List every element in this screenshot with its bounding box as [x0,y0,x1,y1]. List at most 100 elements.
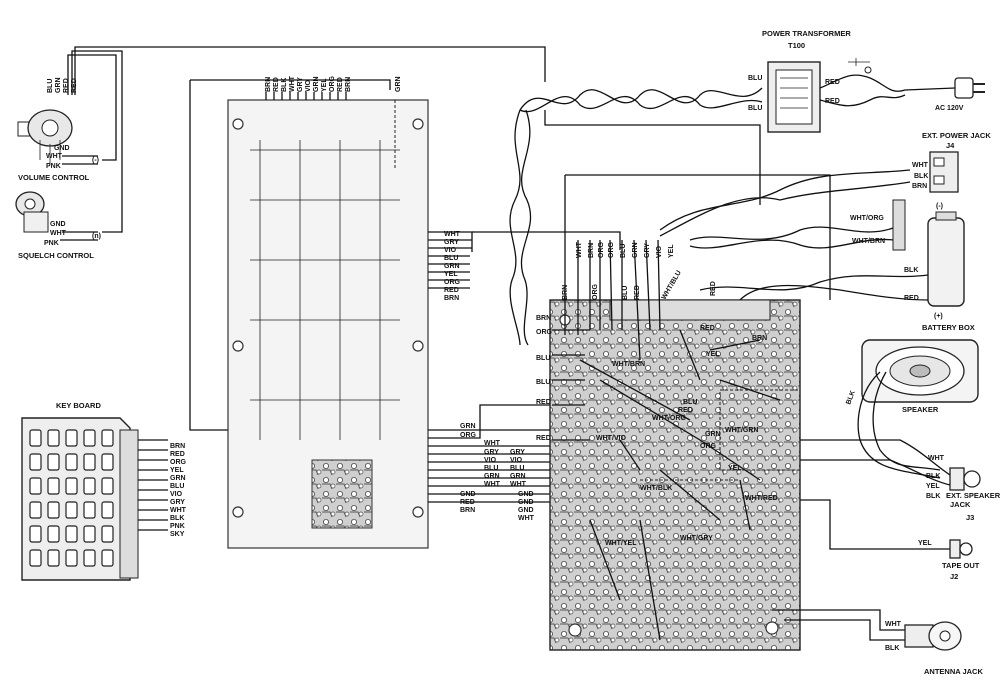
keyboard-key [101,549,114,567]
squelch-control-pot [15,191,49,233]
board-top-connector-labels: BRN RED BLK WHT GRY VIO GRN YEL ORG RED … [265,75,402,92]
logic-board [227,99,429,549]
rl-gry: GRY [484,449,499,456]
ru-grn: GRN [444,263,460,270]
ml-blu: BLU [536,355,550,362]
rl-vio: VIO [484,457,497,464]
mm-yel: YEL [706,351,720,358]
tr-grn: GRN [705,431,721,438]
rl-wht: WHT [484,440,501,447]
keyboard-key [83,501,96,519]
ac-plug-label: AC 120V [935,105,964,112]
volume-wire-grn: GRN [55,77,62,93]
battery-plus: (+) [934,313,943,320]
mt-vio: VIO [656,245,663,258]
volume-control-pot [17,109,73,164]
battery-box-label: BATTERY BOX [922,323,975,332]
volume-wire-blu: BLU [47,79,54,93]
ml-gnd-3: GND [518,507,534,514]
kb-wht: WHT [170,507,187,514]
ml-brn: BRN [536,315,551,322]
ant-blk: BLK [885,645,899,652]
kb-red: RED [170,451,185,458]
keyboard-key [65,429,78,447]
sp-blk: BLK [845,390,856,406]
keyboard-key [47,453,60,471]
top-conn-brn: BRN [265,77,272,92]
ep-wht: WHT [912,162,929,169]
top-conn-org: ORG [329,76,336,93]
tr-wht-org: WHT/ORG [652,415,686,422]
keyboard-key [83,453,96,471]
sp-yel: YEL [926,483,940,490]
top-conn-grn: GRN [313,76,320,92]
rl-blu: BLU [484,465,498,472]
ru-yel: YEL [444,271,458,278]
tr-wht-blu: WHT/BLU [661,270,683,301]
keyboard-key [83,525,96,543]
keyboard-key [29,477,42,495]
volume-control-label: VOLUME CONTROL [18,173,90,182]
ml-blu-3: BLU [510,465,524,472]
keyboard-key [29,453,42,471]
ml-grn: GRN [510,473,526,480]
tr-wht-yel: WHT/YEL [605,540,637,547]
keyboard-key [65,525,78,543]
transformer-wire-red-2: RED [825,98,840,105]
keyboard-key [101,477,114,495]
ext-speaker-jack-line1: EXT. SPEAKER [946,491,1000,500]
ml-gry: GRY [510,449,525,456]
antenna-jack [904,621,962,651]
tape-out-label: TAPE OUT [942,561,980,570]
speaker-label: SPEAKER [902,405,939,414]
volume-pin-pnk: PNK [46,163,61,170]
tape-yel: YEL [918,540,932,547]
keyboard-key [29,549,42,567]
tr-wht-blk: WHT/BLK [640,485,672,492]
tape-out-jack [949,539,973,559]
transformer-wire-blu-1: BLU [748,75,762,82]
keyboard-key [47,525,60,543]
ml-gnd: GND [518,491,534,498]
keyboard-cable-labels: BRN RED ORG YEL GRN BLU VIO GRY WHT BLK … [170,443,187,538]
power-transformer-ref: T100 [788,41,805,50]
kb-grn: GRN [170,475,186,482]
top-conn-vio: VIO [305,79,312,92]
top-conn-red-2: RED [337,77,344,92]
keyboard-key [101,453,114,471]
bat-wht-org: WHT/ORG [850,215,884,222]
rl-gnd: GND [460,491,476,498]
top-conn-brn-2: BRN [345,77,352,92]
rl-grn: GRN [460,423,476,430]
mm-blu: BLU [622,286,629,300]
mt-yel: YEL [668,244,675,258]
mm-brn: BRN [562,285,569,300]
mt-org: ORG [598,242,605,259]
mm-org: ORG [592,284,599,301]
ext-speaker-jack [949,467,981,491]
battery-minus: (-) [936,203,943,210]
bat-red: RED [904,295,919,302]
rl-brn: BRN [460,507,475,514]
ml-red: RED [536,399,551,406]
keyboard-key [47,477,60,495]
ml-gnd-2: GND [518,499,534,506]
volume-wire-red-2: RED [71,78,78,93]
squelch-pin-gnd: GND [50,221,66,228]
keyboard-key [83,549,96,567]
kb-vio: VIO [170,491,183,498]
mt-brn: BRN [588,243,595,258]
tr-red: RED [678,407,693,414]
rl-wht-2: WHT [484,481,501,488]
ml-blu-2: BLU [536,379,550,386]
bat-blk: BLK [904,267,918,274]
ru-vio: VIO [444,247,457,254]
tr-wht-vio: WHT/VIO [596,435,626,442]
main-board-top-labels: WHT BRN ORG ORG BLU GRN GRY VIO YEL BRN … [562,241,767,358]
kb-gry: GRY [170,499,185,506]
tr-org: ORG [700,443,717,450]
keyboard-key [83,477,96,495]
rl-red: RED [460,499,475,506]
mt-blu: BLU [620,244,627,258]
